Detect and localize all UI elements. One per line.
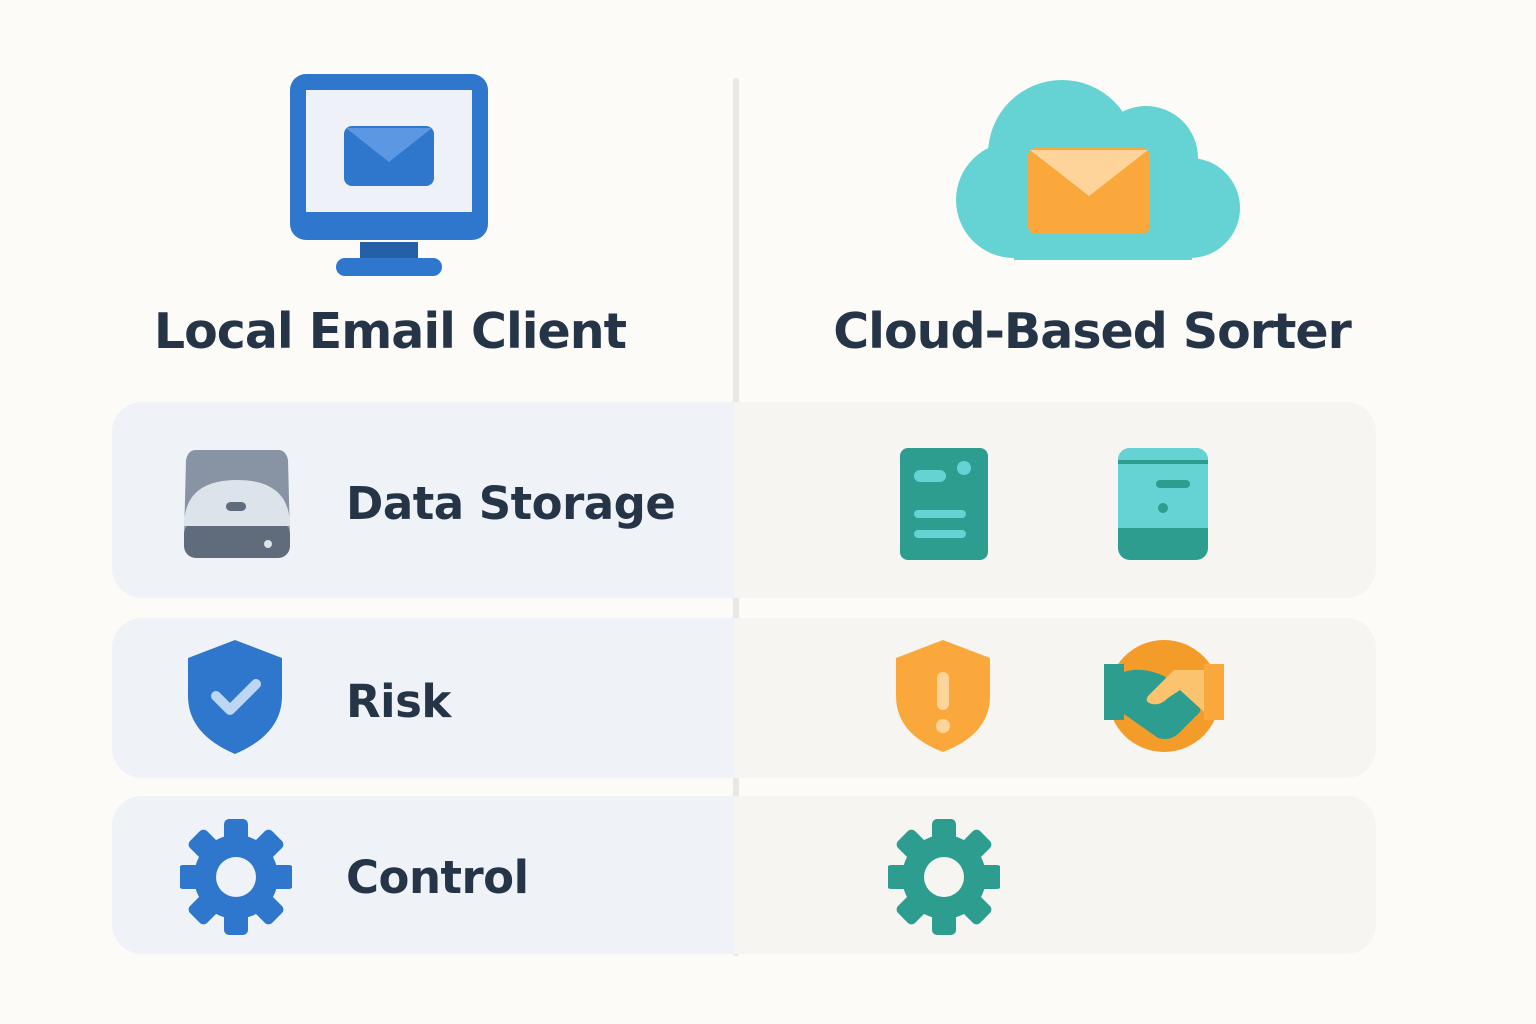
row-control: Control	[112, 796, 1376, 954]
row-risk: Risk	[112, 618, 1376, 778]
shield-check-icon	[188, 640, 282, 754]
row-label: Control	[346, 851, 529, 904]
shield-warning-icon	[896, 640, 990, 752]
local-column-title: Local Email Client	[153, 303, 627, 360]
cloud-mail-icon	[956, 80, 1240, 260]
gear-icon	[888, 819, 1000, 935]
server-document-icon	[900, 448, 988, 560]
cloud-column-title: Cloud-Based Sorter	[833, 303, 1352, 360]
row-label: Risk	[346, 675, 451, 728]
monitor-mail-icon	[290, 74, 488, 276]
server-unit-icon	[1118, 448, 1208, 560]
row-label: Data Storage	[346, 477, 676, 530]
row-data-storage: Data Storage	[112, 402, 1376, 598]
gear-icon	[180, 819, 292, 935]
handshake-icon	[1104, 640, 1224, 752]
hard-drive-icon	[184, 450, 290, 558]
